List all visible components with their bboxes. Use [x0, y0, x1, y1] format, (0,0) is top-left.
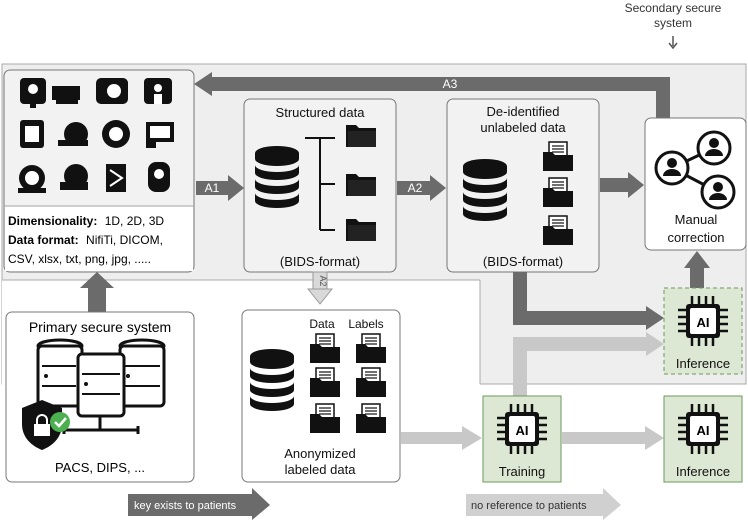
- arrow-to-manual: [600, 178, 630, 192]
- people-network-icon: [654, 130, 736, 210]
- deidentified-line1: De-identified: [487, 104, 560, 119]
- primary-system-title: Primary secure system: [29, 319, 171, 335]
- arrow-a2: [397, 181, 431, 195]
- arrow-a3-label: A3: [443, 77, 458, 91]
- shield-lock-icon: [22, 400, 62, 450]
- ai-chip-label-inference: AI: [697, 423, 710, 438]
- secondary-system-label-2: system: [654, 16, 692, 30]
- scanner-icon-7: [102, 120, 130, 148]
- data-format-value: NifiTi, DICOM,: [86, 233, 163, 247]
- scanner-icon-2: [52, 86, 80, 104]
- manual-correction-line2: correction: [667, 230, 724, 245]
- svg-text:Data format: NifiTi, DICOM: Data format: NifiTi, DICOM,: [8, 233, 163, 247]
- deidentified-line2: unlabeled data: [480, 120, 566, 135]
- inference-label-secondary: Inference: [676, 356, 730, 371]
- deidentified-subtitle: (BIDS-format): [483, 254, 563, 269]
- secondary-system-label-1: Secondary secure: [625, 1, 722, 15]
- structured-data-title: Structured data: [276, 105, 366, 120]
- scanner-icon-3: [96, 78, 128, 104]
- scanner-icon-5: [20, 120, 44, 148]
- arrow-inference-to-manual: [690, 266, 704, 288]
- arrow-a2-label: A2: [408, 181, 423, 195]
- inference-label: Inference: [676, 464, 730, 479]
- arrow-training-to-inference-secondary: [513, 337, 648, 396]
- scanner-icon-1: [20, 78, 46, 108]
- data-format-value-2: CSV, xlsx, txt, png, jpg, .....: [8, 252, 151, 266]
- secondary-system-pointer-icon: [668, 36, 678, 50]
- dimensionality-label: Dimensionality:: [8, 214, 97, 228]
- arrow-a1: [196, 181, 228, 195]
- scanner-icon-6: [58, 122, 88, 146]
- footer-no-reference-arrow: [466, 494, 604, 516]
- dimensionality-value: 1D, 2D, 3D: [105, 214, 165, 228]
- training-label: Training: [499, 464, 545, 479]
- check-icon: [50, 412, 70, 432]
- scanner-icon-11: [106, 164, 126, 192]
- svg-text:Dimensionality: 1D, 2D, 3D: Dimensionality: 1D, 2D, 3D: [8, 214, 164, 228]
- arrow-anonymized-to-training: [401, 432, 463, 444]
- anonymized-column-labels: Labels: [348, 317, 383, 331]
- arrow-a2-vertical-label: A2: [318, 275, 328, 286]
- modalities-icons: [18, 78, 174, 193]
- footer-key-exists-arrow: [128, 494, 252, 516]
- ai-chip-icon-inference: AI: [676, 402, 730, 456]
- arrow-training-to-inference: [562, 432, 646, 444]
- folder-icon-3: [346, 219, 376, 241]
- data-format-label: Data format:: [8, 233, 79, 247]
- structured-data-subtitle: (BIDS-format): [280, 254, 360, 269]
- arrow-a3: [210, 77, 670, 118]
- manual-correction-line1: Manual: [675, 212, 718, 227]
- ai-chip-icon-secondary: AI: [676, 294, 730, 348]
- ai-chip-label-secondary: AI: [697, 315, 710, 330]
- arrow-a1-label: A1: [205, 181, 220, 195]
- scanner-icon-9: [18, 165, 46, 193]
- scanner-icon-4: [144, 78, 172, 104]
- anonymized-line1: Anonymized: [284, 446, 356, 461]
- footer-key-exists-label: key exists to patients: [134, 500, 237, 512]
- anonymized-column-data: Data: [309, 317, 335, 331]
- scanner-icon-12: [148, 162, 170, 192]
- anonymized-line2: labeled data: [285, 462, 357, 477]
- tree-connector-icon: [305, 137, 335, 231]
- arrow-primary-to-modalities: [88, 286, 106, 312]
- footer-no-reference-label: no reference to patients: [471, 500, 587, 512]
- server-stack-icon: [36, 338, 166, 434]
- folder-icon-2: [346, 174, 376, 196]
- folder-icon-1: [346, 125, 376, 147]
- arrow-deidentified-to-inference: [513, 272, 648, 325]
- scanner-icon-8: [146, 122, 174, 148]
- ai-chip-label-training: AI: [516, 423, 529, 438]
- ai-chip-icon-training: AI: [495, 402, 549, 456]
- scanner-icon-10: [60, 164, 88, 190]
- primary-system-caption: PACS, DIPS, ...: [55, 460, 145, 475]
